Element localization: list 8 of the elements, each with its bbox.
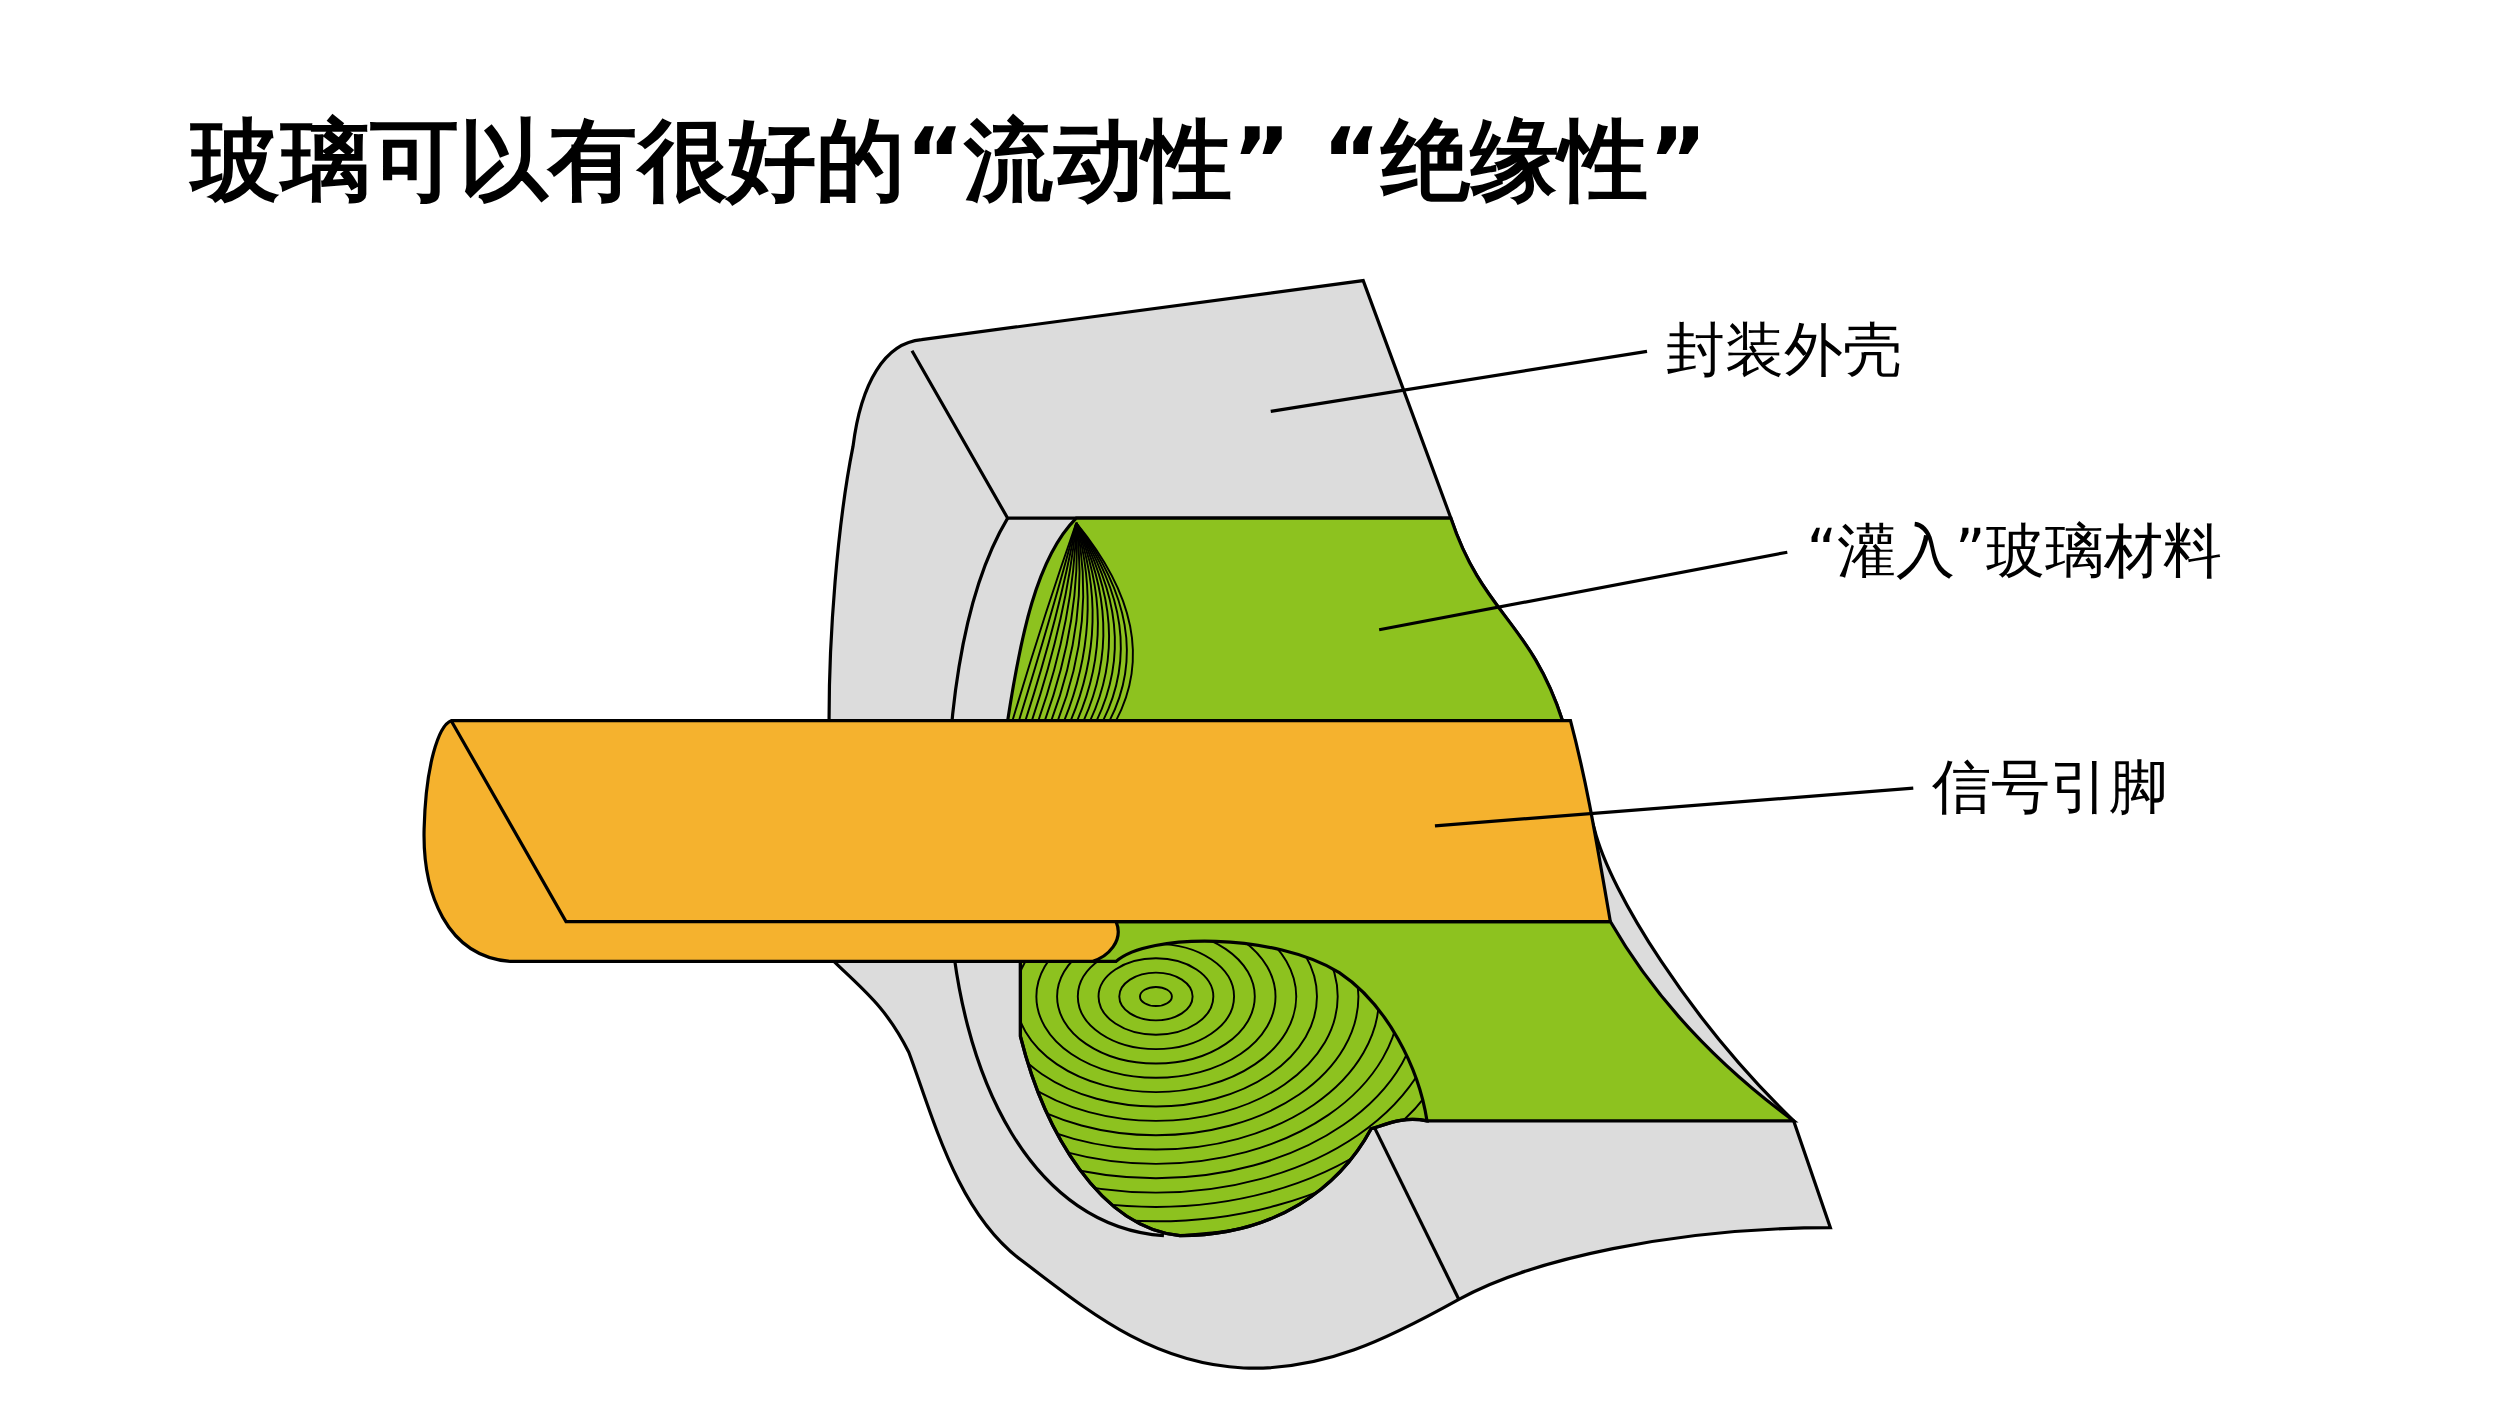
- part-label: “灌入”玻璃材料: [1806, 519, 2222, 585]
- leader-line: [1378, 550, 1788, 632]
- title: 玻璃可以有很好的“流动性” “绝缘性”: [191, 111, 1708, 210]
- part-label: 信号引脚: [1932, 755, 2169, 821]
- part-label: 封装外壳: [1666, 318, 1903, 384]
- leader-line: [1270, 349, 1648, 413]
- leader-line: [1434, 786, 1914, 828]
- pin-drawing: [422, 719, 1612, 963]
